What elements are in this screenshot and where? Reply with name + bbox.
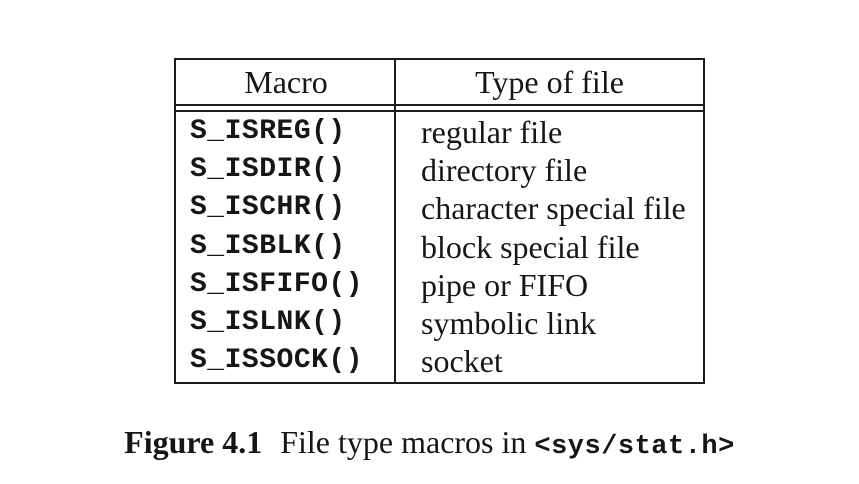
header-double-rule (176, 104, 703, 112)
file-type-cell: symbolic link (421, 304, 597, 341)
figure-number-label: Figure 4.1 (124, 424, 263, 460)
file-type-macros-table: Macro Type of file S_ISREG() regular fil… (174, 58, 705, 384)
file-type-cell: character special file (421, 190, 686, 227)
file-type-cell: directory file (421, 152, 588, 189)
macro-cell: S_ISLNK() (190, 306, 346, 338)
table-row: S_ISSOCK() socket (176, 342, 703, 380)
table-row: S_ISREG() regular file (176, 113, 703, 151)
table-body: S_ISREG() regular file S_ISDIR() directo… (176, 112, 703, 380)
macro-cell: S_ISFIFO() (190, 268, 364, 300)
table-header-row: Macro Type of file (176, 60, 703, 104)
figure-caption: Figure 4.1 File type macros in<sys/stat.h… (0, 422, 859, 467)
table-row: S_ISFIFO() pipe or FIFO (176, 266, 703, 304)
table-row: S_ISLNK() symbolic link (176, 304, 703, 342)
column-divider (394, 60, 396, 382)
macro-cell: S_ISREG() (190, 116, 346, 147)
file-type-cell: socket (421, 343, 503, 380)
file-type-cell: pipe or FIFO (421, 266, 589, 303)
caption-header-filename: <sys/stat.h> (534, 432, 735, 462)
table-row: S_ISDIR() directory file (176, 151, 703, 189)
table-row: S_ISBLK() block special file (176, 228, 703, 266)
macro-cell: S_ISCHR() (190, 192, 346, 224)
file-type-cell: regular file (421, 114, 563, 150)
macro-cell: S_ISDIR() (190, 154, 346, 186)
column-header-macro: Macro (244, 64, 328, 100)
macro-cell: S_ISSOCK() (190, 345, 364, 377)
column-header-type-of-file: Type of file (475, 64, 624, 100)
file-type-cell: block special file (421, 228, 640, 265)
macro-cell: S_ISBLK() (190, 230, 346, 262)
caption-text: File type macros in (280, 424, 527, 460)
table-row: S_ISCHR() character special file (176, 189, 703, 227)
